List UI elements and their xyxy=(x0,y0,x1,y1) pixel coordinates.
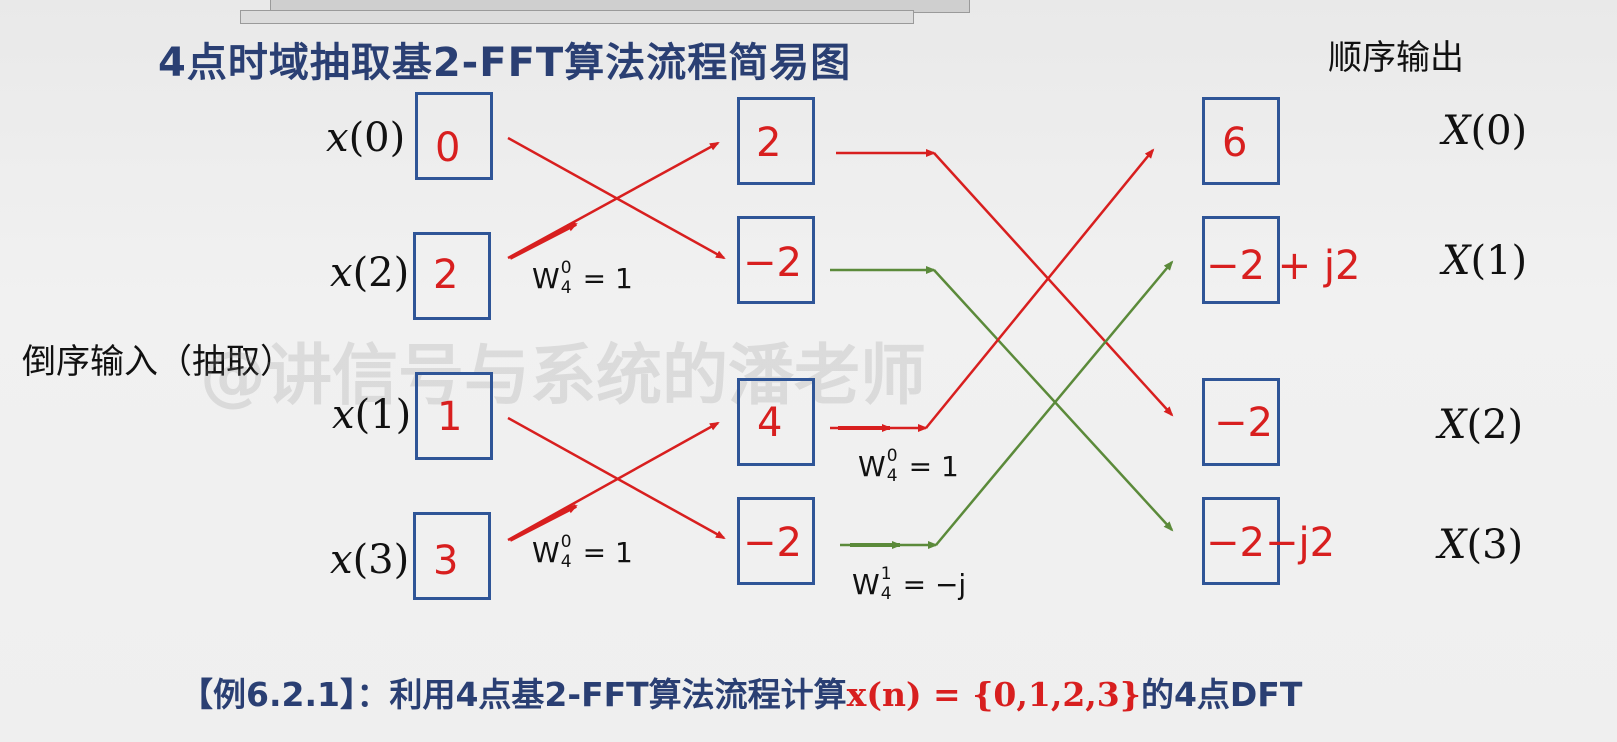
stage2-value-3: −2−j2 xyxy=(1206,520,1336,566)
stage2-box-1 xyxy=(1202,216,1280,304)
input-value-2: 1 xyxy=(437,394,463,440)
stage2-box-3 xyxy=(1202,497,1280,585)
stage1-box-0 xyxy=(737,97,815,185)
stage1-value-2: 4 xyxy=(757,400,783,446)
output-label-3: X(3) xyxy=(1438,522,1524,568)
output-label-0: X(0) xyxy=(1442,108,1528,154)
stage1-box-1 xyxy=(737,216,815,304)
s1-twiddle-arrow-1 xyxy=(509,504,578,542)
stage2-value-1: −2 + j2 xyxy=(1206,243,1361,289)
input-label-3: x(3) xyxy=(330,537,410,583)
input-label-0: x(0) xyxy=(326,115,406,161)
stage2-box-2 xyxy=(1202,378,1280,466)
stage1-value-0: 2 xyxy=(756,120,782,166)
input-box-3 xyxy=(413,512,491,600)
s1-edge-3-to-2 xyxy=(507,421,720,542)
input-value-3: 3 xyxy=(433,538,459,584)
output-label-2: X(2) xyxy=(1438,402,1524,448)
stage1-box-3 xyxy=(737,497,815,585)
stage2-value-2: −2 xyxy=(1214,400,1273,446)
example-caption: 【例6.2.1】：利用4点基2-FFT算法流程计算x(n) = {0,1,2,3… xyxy=(180,675,1303,714)
stage1-box-2 xyxy=(737,378,815,466)
stage2-box-0 xyxy=(1202,97,1280,185)
input-label-2: x(1) xyxy=(332,392,412,438)
s1-edge-2-to-3 xyxy=(507,416,726,540)
input-value-1: 2 xyxy=(433,252,459,298)
output-label-1: X(1) xyxy=(1442,238,1528,284)
stage2-value-0: 6 xyxy=(1222,120,1248,166)
s2-edge-3-to-1 xyxy=(935,260,1174,546)
s2-edge-2-to-0 xyxy=(925,148,1155,429)
s1-twiddle-arrow-0 xyxy=(509,222,578,260)
input-box-2 xyxy=(415,372,493,460)
stage1-value-3: −2 xyxy=(743,520,802,566)
output-order-label: 顺序输出 xyxy=(1328,38,1464,78)
s2-edge-0-to-2 xyxy=(933,152,1174,417)
diagram-title: 4点时域抽取基2-FFT算法流程简易图 xyxy=(158,40,852,86)
input-box-0 xyxy=(415,92,493,180)
input-value-0: 0 xyxy=(435,125,461,171)
window-scrollbar-thumb[interactable] xyxy=(240,10,914,24)
s2-edge-1-to-3 xyxy=(933,269,1174,532)
stage1-value-1: −2 xyxy=(743,240,802,286)
input-order-label: 倒序输入（抽取） xyxy=(22,342,294,382)
input-label-1: x(2) xyxy=(330,250,410,296)
input-box-1 xyxy=(413,232,491,320)
watermark: @讲信号与系统的潘老师 xyxy=(200,337,926,414)
